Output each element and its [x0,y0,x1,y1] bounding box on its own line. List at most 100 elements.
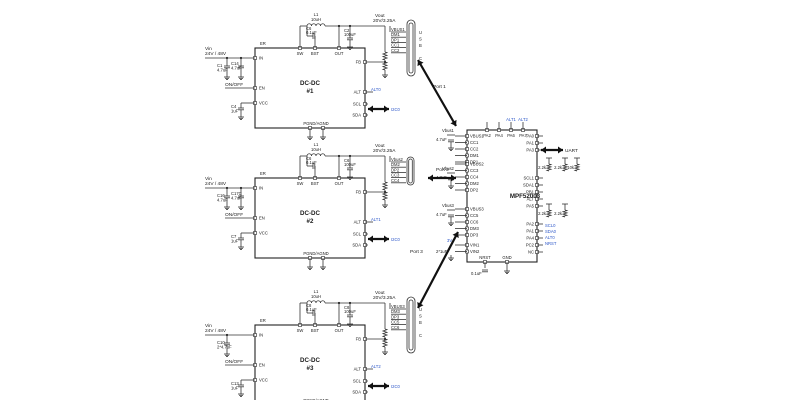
arrow-head [451,174,456,182]
pin-label: VBUS3 [470,207,484,212]
pin-label: PA6 [507,133,515,138]
ground-icon [347,44,353,50]
uart-arrow [541,146,563,154]
pin-label: PA4 [526,236,534,241]
pin-label: PA4 [495,133,503,138]
capacitor-icon [224,342,230,346]
pin-label: PA0 [526,134,534,139]
usb-c-connector [406,296,416,354]
ground-icon [320,134,326,141]
dcdc-title: DC-DC [300,210,320,217]
pin-label: SW [297,181,304,186]
top-net-alt2: ALT2 [518,117,528,122]
cap-value: 4.7uF [436,212,447,217]
cap-value: 0.1uF [306,160,317,165]
ground-icon [224,204,230,211]
pin-label: PC2 [526,243,535,248]
arrow-shaft [417,231,459,309]
port-arrow-2 [428,174,456,182]
dcdc-converter-3: ERDC-DC#3INENVCCSWBSTOUTFBALTSCLSDAPGND/… [205,289,422,405]
dcdc-number: #1 [307,88,314,95]
pin-label: DM1 [470,153,480,158]
resistor-icon [381,61,389,71]
ground-icon [238,244,244,251]
inductor-ref: L1 [314,142,319,147]
i2c-bus-arrow [368,382,389,390]
vout-rating: 20V/3.25A [373,295,396,301]
capacitor-icon [238,195,244,199]
pin-label: CC5 [470,213,479,218]
gnd-pin-label: PGND/AGND [303,251,328,256]
pin-label: DP2 [470,188,479,193]
capacitor-icon [238,237,244,241]
usb-pin-vbus1: VBUS1 [391,27,405,32]
cap-value: 1uF [231,109,239,114]
pin-label: EN [259,86,265,91]
usb-pin-cc5: CC5 [391,320,400,325]
on-off-label: ON/OFF [225,82,243,88]
pin-label: ALT [527,197,535,202]
usb-pin-dp2: DP2 [391,167,400,172]
resistor-zigzag [381,338,389,348]
usb-pin-dm3: DM3 [391,309,401,314]
resistor-icon [561,209,569,218]
pin-label: NRST [479,255,491,260]
usb-pin-dp3: DP3 [391,314,400,319]
vin-range-label: 24V / 48V [205,51,227,57]
usb-connector-letter: C [419,56,422,61]
ground-icon [238,204,244,211]
vout-label: Vout [375,143,385,149]
pin-label: VCC [259,231,268,236]
arrow-head [368,105,373,113]
cap-ref: C1 [217,63,223,68]
ground-icon [448,255,454,262]
capacitor-icon [482,269,488,273]
ground-icon [307,134,313,141]
ground-icon [382,349,388,356]
pin-label: VCC [259,101,268,106]
side-net-label: ALT0 [545,235,555,240]
usb-connector-letter: S [419,37,422,42]
inductor-ref: L1 [314,289,319,294]
vout-rating: 20V/3.25A [373,148,396,154]
resistor-icon [381,328,389,338]
inductor-icon [306,23,326,27]
i2c-label: I2C0 [391,107,401,112]
pin-label: EN [259,363,265,368]
usb-pin-cc4: CC4 [391,178,400,183]
usb-pin-dm1: DM1 [391,32,401,37]
usb-connector-letter: S [419,314,422,319]
port-arrow-1 [417,59,457,127]
usb-c-connector [406,156,415,186]
usb-pin-cc6: CC6 [391,325,400,330]
pin-label: PA5 [526,204,534,209]
cap-value: 4.7uF [217,68,228,73]
pin-label: VIN2 [470,249,480,254]
pin-label: SW [297,328,304,333]
cap-ref: C17C [231,191,242,196]
i2c-bus-arrow [368,235,389,243]
resistor-icon [545,209,553,218]
pin-label: SDA [352,390,361,395]
pin-label: IN [259,186,263,191]
usb-connector-letter: B [419,320,422,325]
ground-icon [382,202,388,209]
usb-pin-dp1: DP1 [391,37,400,42]
pin-label: FB [356,60,362,65]
pin-label: VCC [259,378,268,383]
ground-icon [448,220,454,227]
pin-label: SCL [353,379,362,384]
pin-label: SDA1 [523,183,535,188]
vout-label: Vout [375,290,385,296]
cap-value: 4.7uF [231,196,242,201]
inductor-icon [306,153,326,157]
cap-value: 1uF [231,239,239,244]
pin-label: ALT [354,220,362,225]
pin-label: SCL1 [524,176,535,181]
cap-ref: C2 [344,28,350,33]
pin-label: BST [311,181,320,186]
usb-pin-cc3: CC3 [391,173,400,178]
usb-connector-letter: B [419,43,422,48]
capacitor-icon [347,37,353,41]
